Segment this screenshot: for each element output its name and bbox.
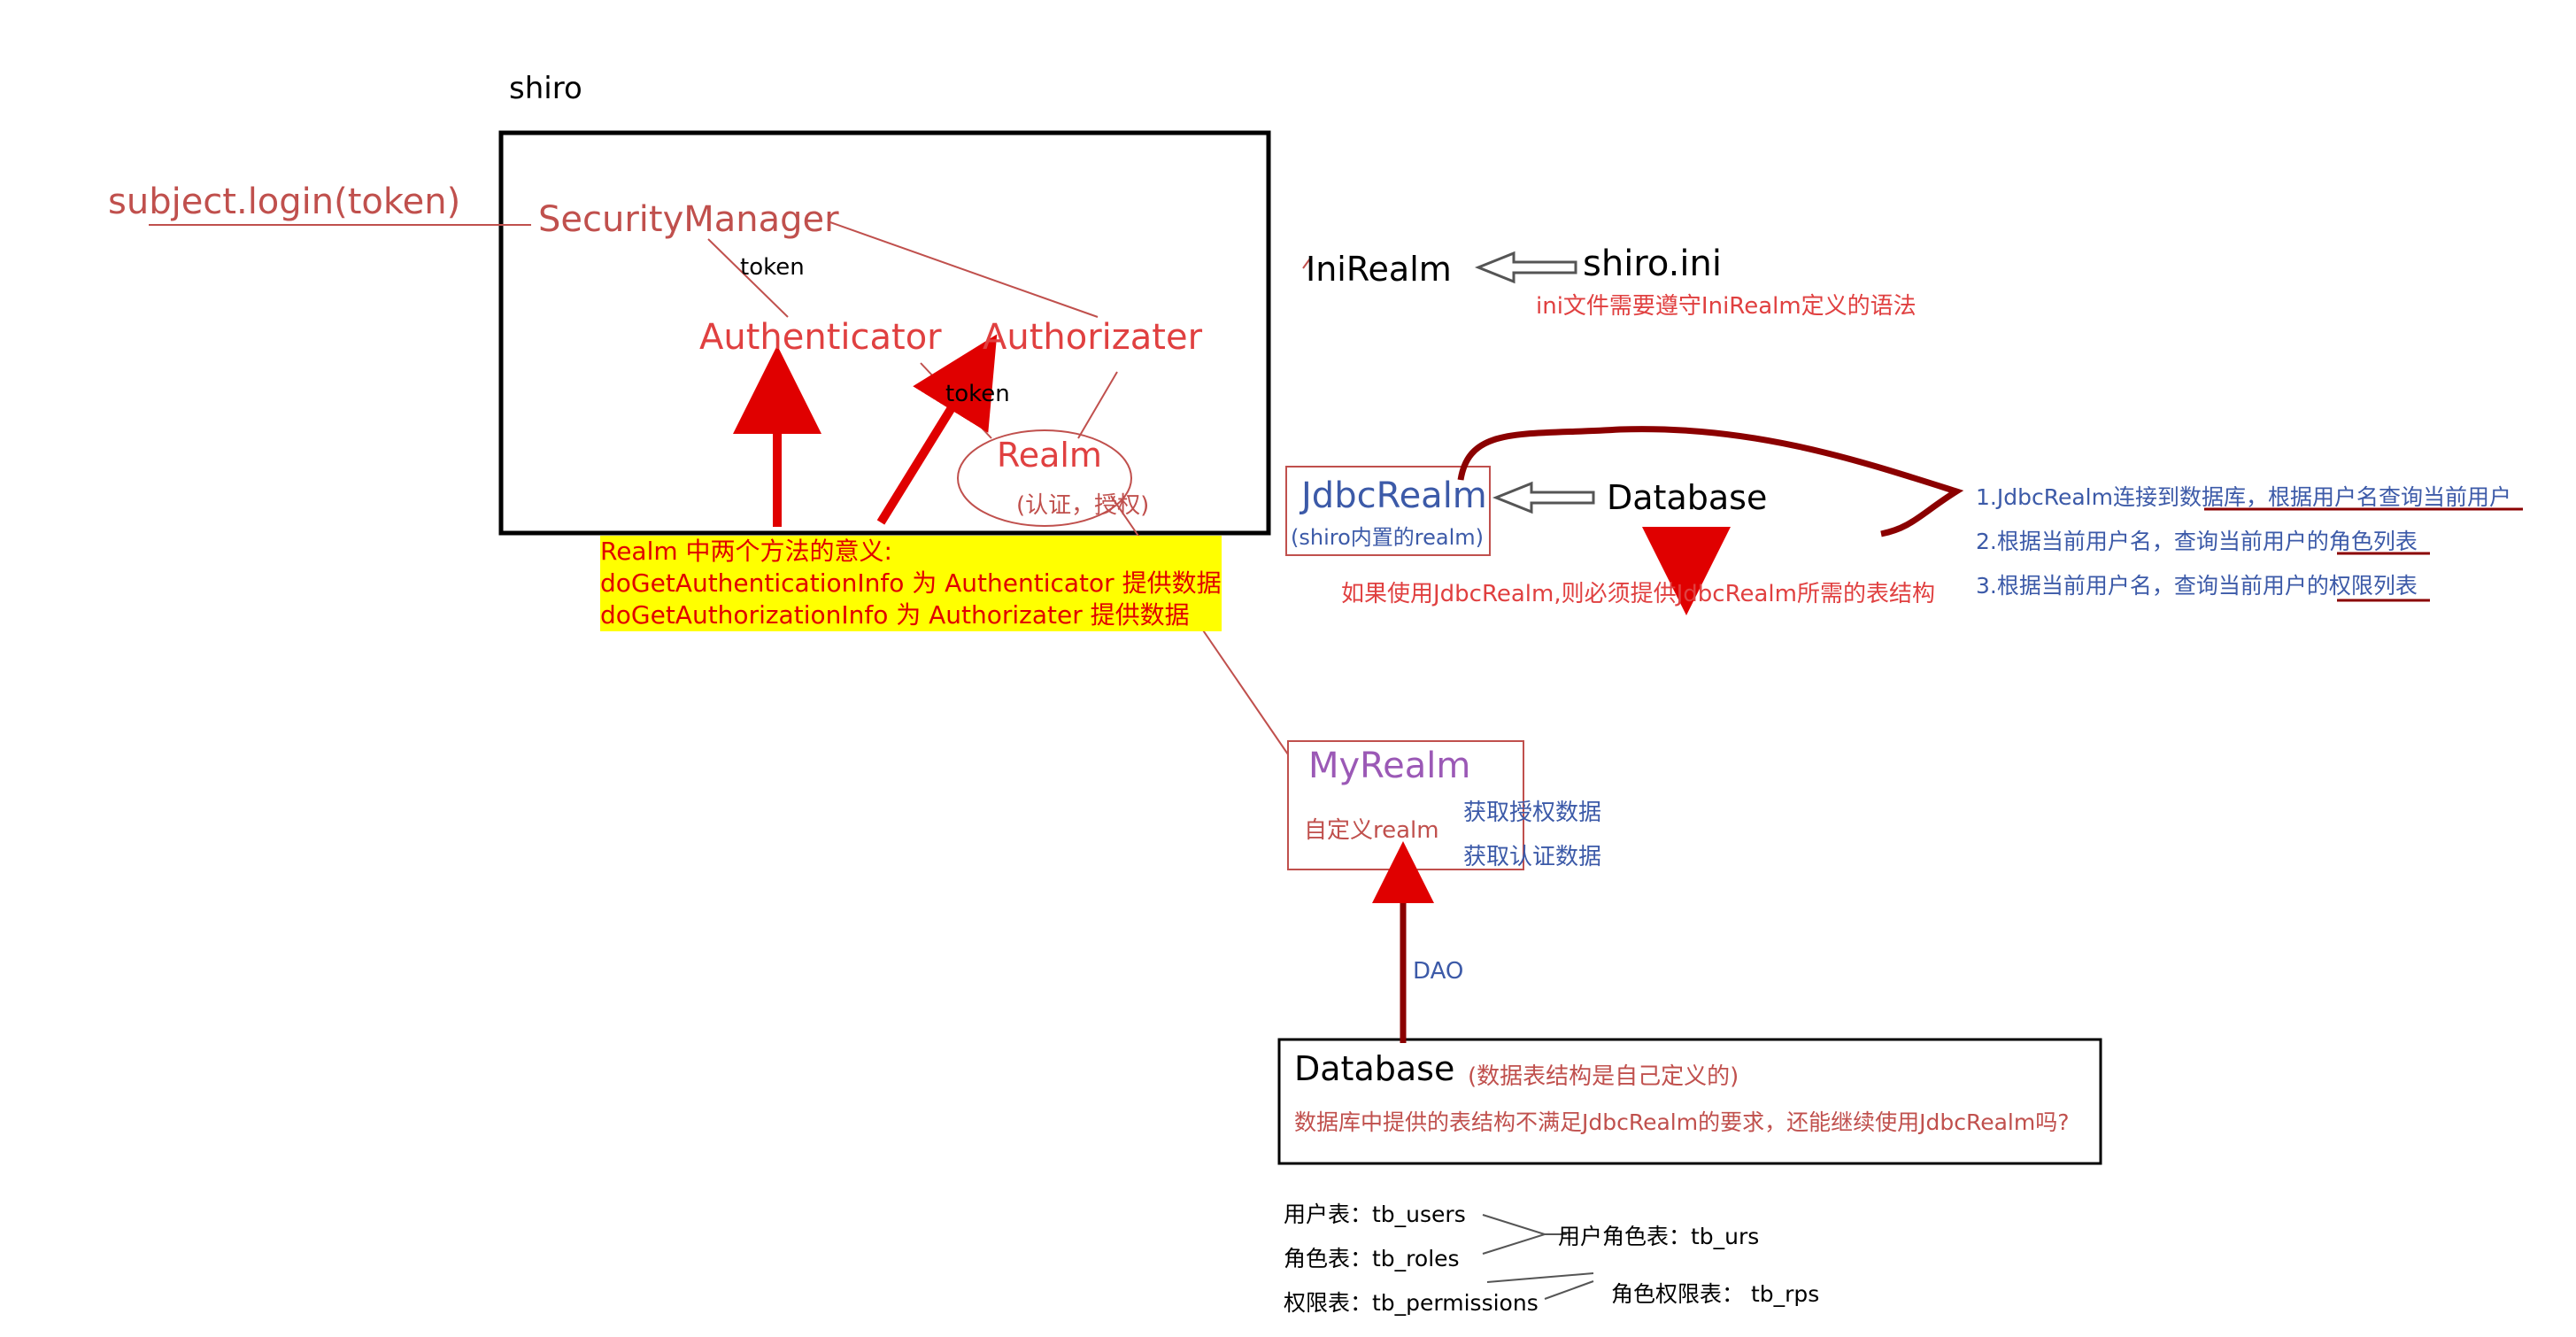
myrealm-subtitle: 自定义realm [1304, 817, 1439, 844]
node-jdbcrealm: JdbcRealm [1301, 475, 1487, 516]
node-realm: Realm [997, 436, 1102, 475]
note-line: doGetAuthenticationInfo 为 Authenticator … [600, 568, 1222, 599]
realm-note: Realm 中两个方法的意义: doGetAuthenticationInfo … [600, 536, 1222, 631]
dao-label: DAO [1413, 958, 1464, 985]
note-line: Realm 中两个方法的意义: [600, 536, 1222, 568]
table-item: 用户表：tb_users [1284, 1202, 1466, 1227]
note-line: doGetAuthorizationInfo 为 Authorizater 提供… [600, 599, 1222, 631]
database-2-subtitle: (数据表结构是自己定义的) [1468, 1063, 1739, 1090]
shiro-ini-file: shiro.ini [1583, 243, 1722, 284]
login-call: subject.login(token) [108, 182, 461, 222]
user-role-table: 用户角色表：tb_urs [1558, 1224, 1760, 1249]
table-list: 用户表：tb_users 角色表：tb_roles 权限表：tb_permiss… [1284, 1193, 1539, 1325]
node-securitymanager: SecurityManager [538, 199, 839, 240]
table-item: 权限表：tb_permissions [1284, 1290, 1539, 1316]
jdbc-table-note: 如果使用JdbcRealm,则必须提供JdbcRealm所需的表结构 [1341, 581, 1935, 607]
get-auth-data: 获取认证数据 [1463, 844, 1602, 870]
token-label-1: token [740, 254, 805, 281]
realm-subtitle: (认证，授权) [1016, 492, 1150, 519]
node-database-1: Database [1607, 478, 1768, 517]
jdbcrealm-subtitle: (shiro内置的realm) [1291, 525, 1484, 550]
get-authz-data: 获取授权数据 [1463, 800, 1602, 826]
role-permission-table: 角色权限表： tb_rps [1611, 1281, 1820, 1307]
node-myrealm: MyRealm [1308, 746, 1471, 786]
database-2-question: 数据库中提供的表结构不满足JdbcRealm的要求，还能继续使用JdbcReal… [1294, 1109, 2070, 1135]
node-database-2: Database [1294, 1049, 1455, 1088]
token-label-2: token [945, 381, 1010, 407]
step-item: 3.根据当前用户名，查询当前用户的权限列表 [1976, 573, 2418, 599]
step-item: 1.JdbcRealm连接到数据库，根据用户名查询当前用户 [1976, 484, 2511, 510]
node-authorizater: Authorizater [983, 317, 1203, 358]
table-item: 角色表：tb_roles [1284, 1246, 1460, 1271]
node-inirealm: IniRealm [1306, 250, 1452, 289]
ini-note: ini文件需要遵守IniRealm定义的语法 [1536, 293, 1917, 320]
label-shiro: shiro [509, 71, 582, 106]
jdbc-steps: 1.JdbcRealm连接到数据库，根据用户名查询当前用户 2.根据当前用户名，… [1976, 475, 2511, 608]
step-item: 2.根据当前用户名，查询当前用户的角色列表 [1976, 529, 2418, 554]
node-authenticator: Authenticator [699, 317, 942, 358]
